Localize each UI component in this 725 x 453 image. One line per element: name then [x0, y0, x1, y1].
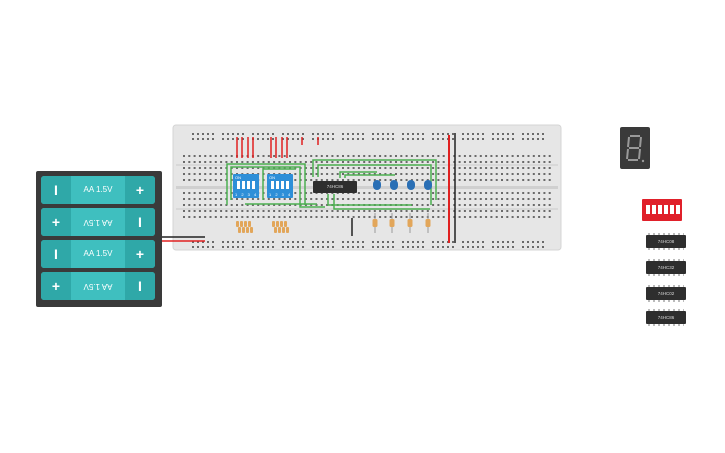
cell-terminal: + — [41, 208, 71, 236]
battery-cell: + AA 1.5V I — [41, 208, 155, 236]
cell-label: AA 1.5V — [83, 249, 113, 258]
cell-label: AA 1.5V — [83, 282, 113, 291]
palette-chip-and[interactable]: 74HC08 — [646, 233, 686, 250]
resistor-bank-left[interactable] — [236, 221, 289, 233]
palette-chip-or[interactable]: 74HC32 — [646, 259, 686, 276]
led-group[interactable] — [373, 180, 432, 190]
cell-terminal: + — [125, 240, 155, 268]
cell-terminal: I — [41, 176, 71, 204]
cell-terminal: I — [41, 240, 71, 268]
chip-label: 74HC08 — [657, 239, 675, 244]
seven-segment-display[interactable] — [620, 127, 650, 169]
battery-cell: + AA 1.5V I — [41, 272, 155, 300]
cell-terminal: I — [125, 272, 155, 300]
battery-cell: I AA 1.5V + — [41, 240, 155, 268]
dip-switch-numbers: 1 2 3 4 — [269, 192, 292, 197]
red-wires-top[interactable] — [236, 137, 319, 158]
battery-cell: I AA 1.5V + — [41, 176, 155, 204]
dip-switch-on-label: ON — [235, 175, 241, 180]
dip-switch-b[interactable]: ON 1 2 3 4 — [267, 174, 293, 198]
chip-label: 74HC32 — [657, 265, 675, 270]
cell-label: AA 1.5V — [83, 185, 113, 194]
breadboard-holes[interactable] — [183, 133, 551, 248]
palette-chip-xor[interactable]: 74HC86 — [646, 309, 686, 326]
resistor-bank-led[interactable] — [372, 213, 431, 233]
dip-switch-on-label: ON — [269, 175, 275, 180]
dip-switch-a[interactable]: ON 1 2 3 4 — [233, 174, 259, 198]
cell-terminal: I — [125, 208, 155, 236]
dip-switch-numbers: 1 2 3 4 — [235, 192, 258, 197]
cell-terminal: + — [41, 272, 71, 300]
battery-pack[interactable]: I AA 1.5V + + AA 1.5V I I AA 1.5V + + AA… — [36, 171, 162, 307]
cell-terminal: + — [125, 176, 155, 204]
palette-chip-nor[interactable]: 74HC02 — [646, 285, 686, 302]
cell-label: AA 1.5V — [83, 218, 113, 227]
chip-label: 74HC02 — [657, 291, 675, 296]
chip-label: 74HC86 — [657, 315, 675, 320]
palette-dip-switch[interactable] — [642, 199, 682, 221]
breadboard-ic-chip[interactable]: 74HC86 — [313, 181, 357, 193]
